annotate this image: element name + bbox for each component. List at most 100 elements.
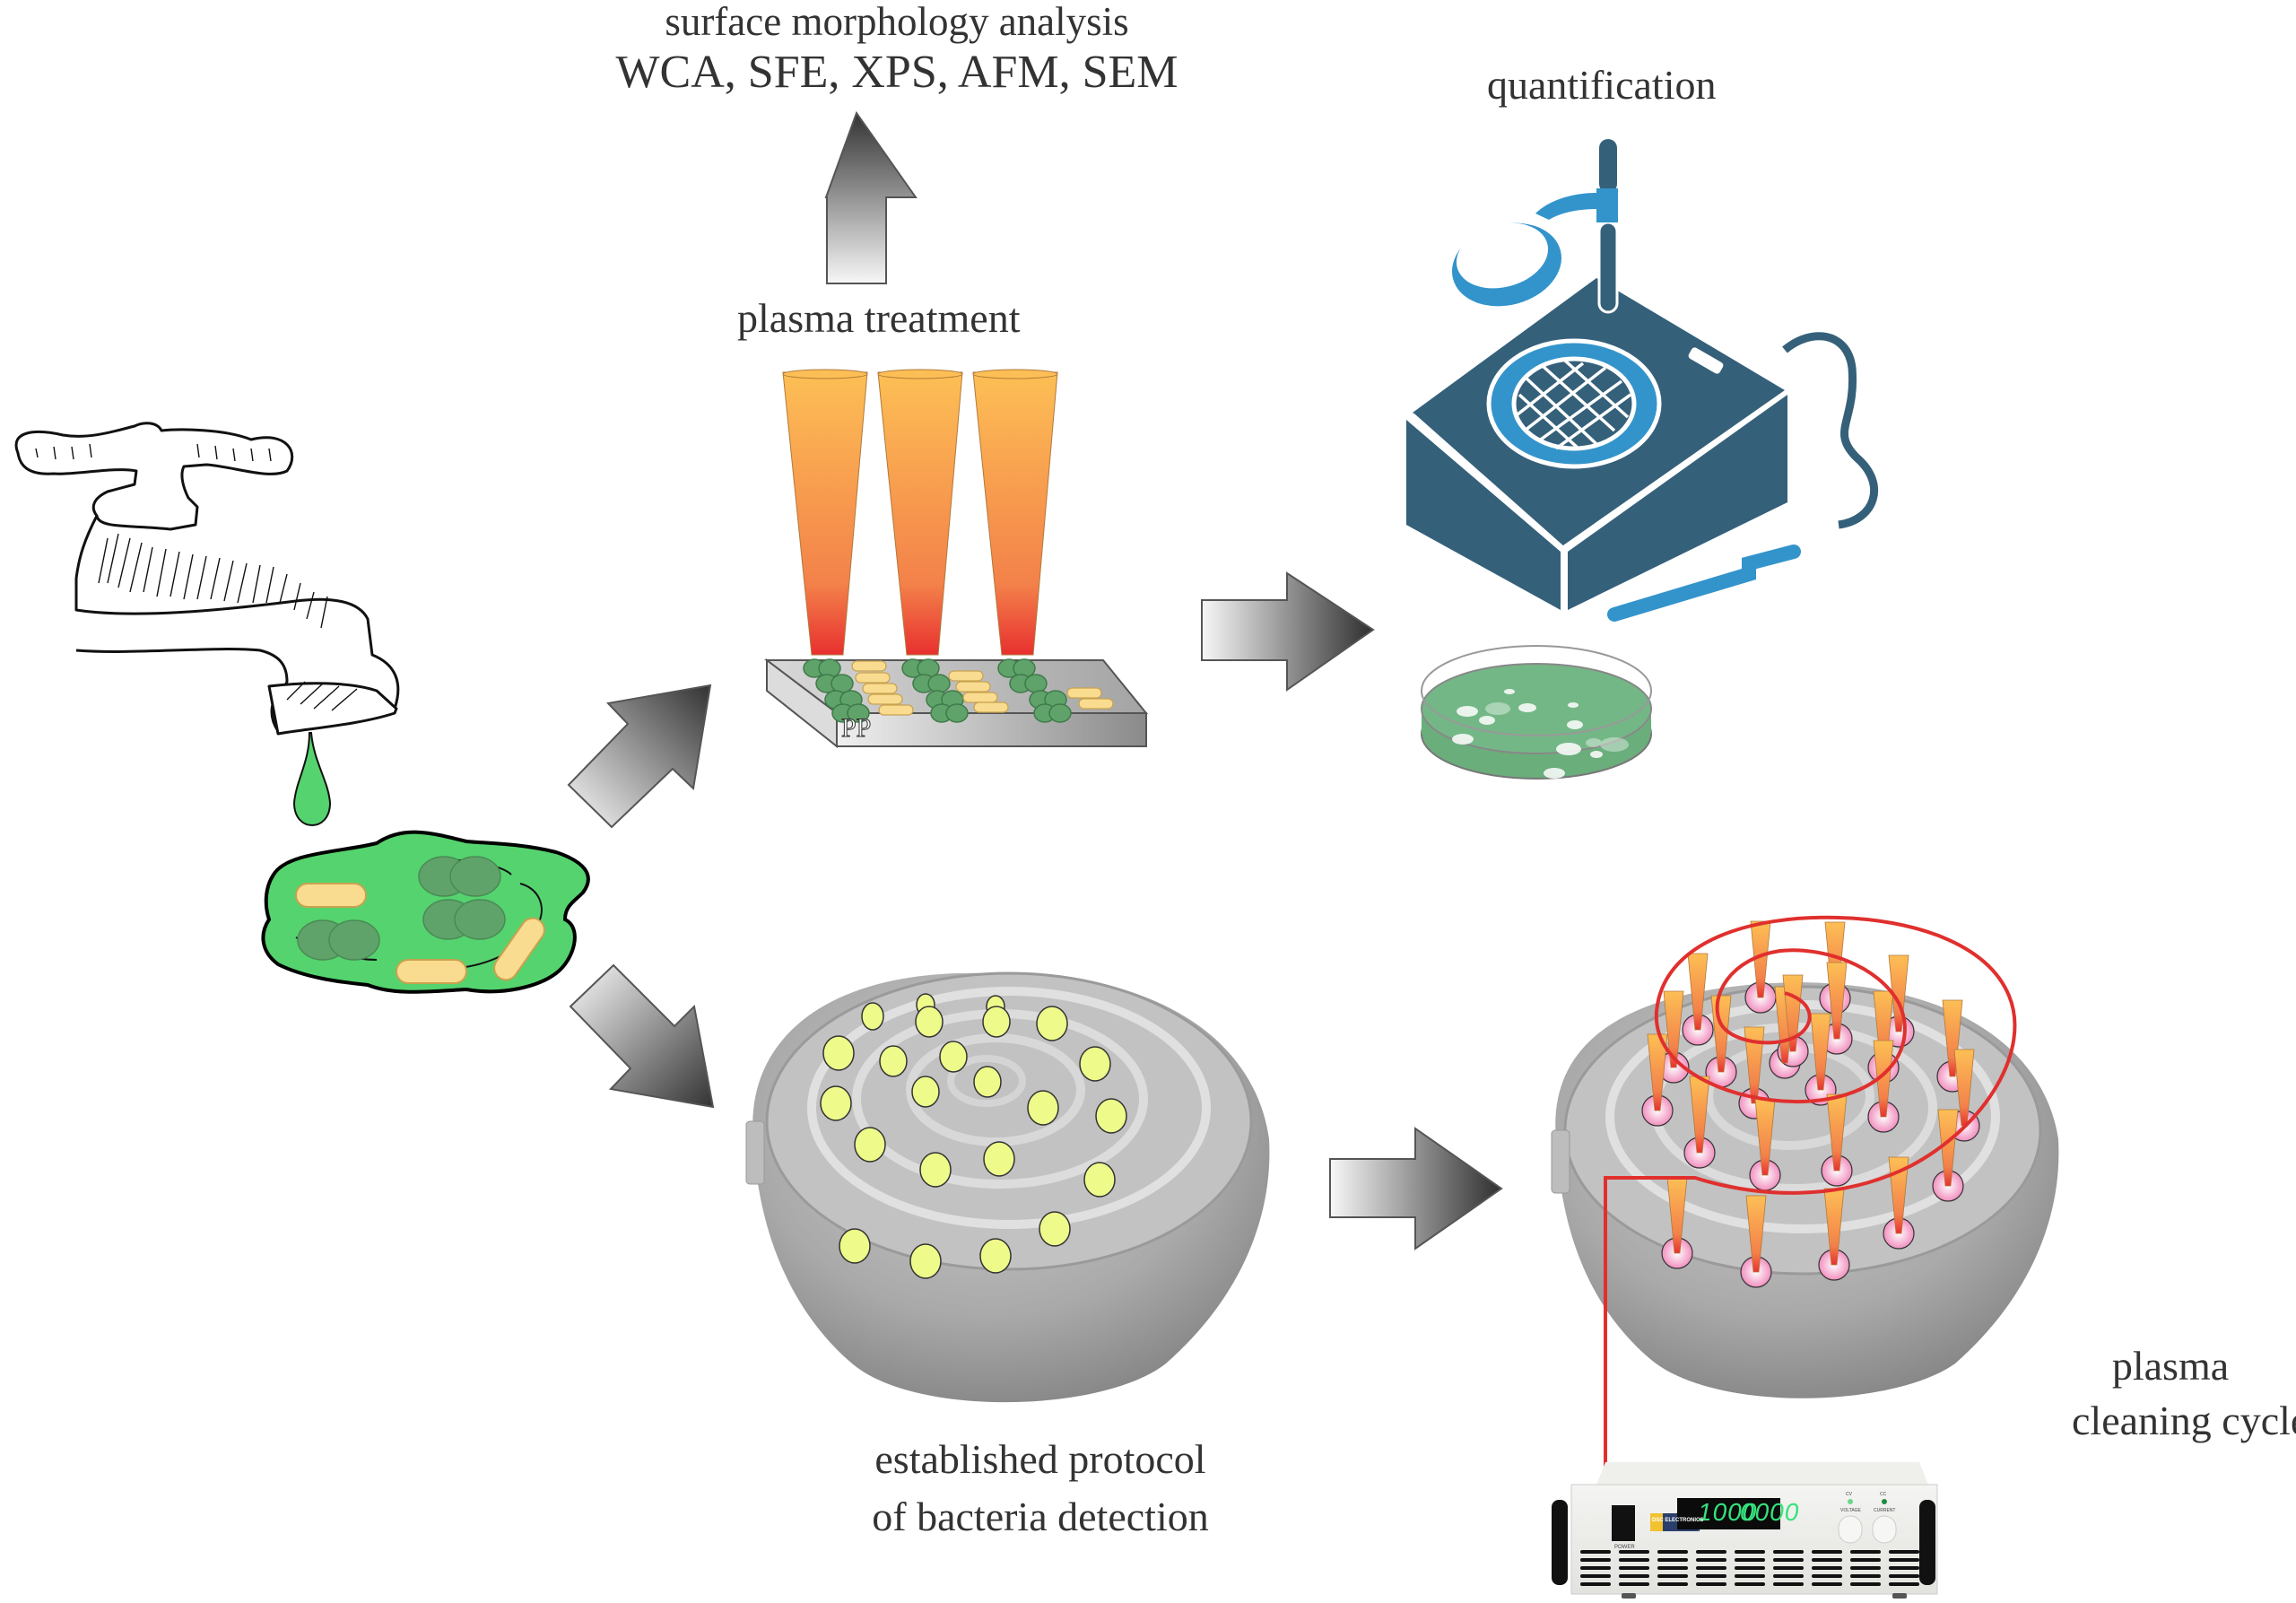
plasma-microjet xyxy=(1888,1156,1909,1234)
arrow-up-icon xyxy=(824,110,918,284)
vent-slot xyxy=(1773,1582,1804,1586)
current-readout: 0000 xyxy=(1740,1498,1800,1526)
vent-slot xyxy=(1889,1550,1919,1554)
power-switch xyxy=(1612,1505,1635,1541)
detection-spot xyxy=(982,1006,1011,1038)
detection-spot xyxy=(1027,1090,1059,1126)
plasma-microjet xyxy=(1687,953,1709,1031)
water-drop-icon xyxy=(292,732,332,827)
vent-slot xyxy=(1657,1574,1688,1578)
vent-slot xyxy=(1735,1582,1765,1586)
vent-slot xyxy=(1696,1574,1726,1578)
detection-spot xyxy=(979,1238,1012,1274)
pp-substrate xyxy=(764,658,1149,749)
surface-morphology-title: surface morphology analysis xyxy=(665,0,1129,44)
contaminated-puddle xyxy=(261,830,590,994)
detection-spot xyxy=(822,1035,855,1071)
vent-slot xyxy=(1696,1582,1726,1586)
arrow-diagonal-down-icon xyxy=(569,963,715,1109)
current-caption: CURRENT (mA) xyxy=(1744,1531,1783,1537)
vent-slot xyxy=(1773,1550,1804,1554)
vent-slot xyxy=(1580,1558,1611,1562)
vent-slot xyxy=(1812,1550,1842,1554)
detection-spot xyxy=(820,1085,852,1121)
vent-slot xyxy=(1850,1574,1881,1578)
plasma-microjet xyxy=(1942,999,1963,1077)
detection-spot xyxy=(973,1066,1002,1098)
vent-slot xyxy=(1850,1566,1881,1570)
petri-dish-icon xyxy=(1421,645,1652,792)
vent-slot xyxy=(1580,1582,1611,1586)
arrow-diagonal-up-icon xyxy=(567,684,712,829)
faucet-icon xyxy=(14,422,400,736)
surface-morphology-methods: WCA, SFE, XPS, AFM, SEM xyxy=(615,47,1178,98)
detection-spots xyxy=(820,993,1127,1279)
plasma-treatment-label: plasma treatment xyxy=(737,295,1021,341)
plasma-jets xyxy=(782,369,1058,656)
vent-slot xyxy=(1889,1582,1919,1586)
vent-slot xyxy=(1619,1582,1649,1586)
vent-slot xyxy=(1619,1550,1649,1554)
cv-indicator-label: CV xyxy=(1846,1492,1852,1497)
vent-slot xyxy=(1696,1550,1726,1554)
substrate-label: PP xyxy=(840,713,872,743)
brand-label: DSC ELECTRONICS xyxy=(1652,1518,1704,1523)
detection-spot xyxy=(839,1228,871,1264)
rod-bacteria xyxy=(295,883,545,984)
plasma-microjet xyxy=(1937,1109,1959,1187)
detection-spot xyxy=(909,1243,942,1279)
cc-indicator-label: CC xyxy=(1880,1492,1887,1497)
current-knob-label: CURRENT xyxy=(1874,1508,1896,1513)
detection-spot xyxy=(1083,1162,1116,1198)
detection-device xyxy=(745,971,1270,1403)
detection-spot xyxy=(911,1076,940,1108)
detection-spot xyxy=(939,1041,968,1073)
vent-slot xyxy=(1580,1550,1611,1554)
plasma-microjet xyxy=(1826,962,1848,1040)
quantification-label: quantification xyxy=(1487,62,1717,108)
vent-slot xyxy=(1619,1558,1649,1562)
vent-slot xyxy=(1619,1566,1649,1570)
spiral-electrode-wire xyxy=(1604,915,2017,1330)
plasma-microjet xyxy=(1826,1093,1848,1172)
faucet-hatching xyxy=(35,443,358,711)
plasma-jet xyxy=(972,371,1058,656)
plasma-microjet xyxy=(1810,1013,1831,1091)
power-supply xyxy=(1552,1462,1938,1599)
plasma-microjets xyxy=(1647,920,1975,1273)
vent-slot xyxy=(1850,1582,1881,1586)
vent-slot xyxy=(1889,1558,1919,1562)
detection-spot xyxy=(879,1045,908,1077)
plasma-microjet xyxy=(1888,954,1909,1032)
detection-spot xyxy=(861,1002,884,1031)
plasma-microjet xyxy=(1745,1195,1767,1273)
arrow-right-icon xyxy=(1329,1127,1503,1250)
vent-slot xyxy=(1735,1574,1765,1578)
arrow-right-icon xyxy=(1201,571,1375,692)
vent-slot xyxy=(1735,1566,1765,1570)
vent-slot xyxy=(1580,1566,1611,1570)
vent-slot xyxy=(1889,1574,1919,1578)
detection-spot xyxy=(854,1127,886,1163)
vent-slot xyxy=(1696,1558,1726,1562)
vent-slot xyxy=(1657,1558,1688,1562)
detection-spot xyxy=(1036,1006,1068,1041)
voltage-caption: VOLTAGE (V) xyxy=(1698,1531,1732,1537)
plasma-microjet xyxy=(1873,1040,1894,1118)
plasma-jet xyxy=(782,371,868,656)
protocol-label-line1: established protocol xyxy=(874,1436,1206,1482)
voltage-knob-label: VOLTAGE xyxy=(1840,1508,1861,1513)
detection-spot xyxy=(983,1141,1015,1177)
voltage-readout: 1000 xyxy=(1698,1498,1758,1526)
cocci-bacteria xyxy=(297,856,506,961)
cleaning-label-line2: cleaning cycle xyxy=(2072,1398,2296,1443)
display-panel xyxy=(1677,1498,1780,1529)
vent-slot xyxy=(1657,1550,1688,1554)
vent-slot xyxy=(1735,1558,1765,1562)
vent-slot xyxy=(1580,1574,1611,1578)
vent-slot xyxy=(1773,1558,1804,1562)
vent-slot xyxy=(1657,1566,1688,1570)
vent-slot xyxy=(1812,1582,1842,1586)
vent-slot xyxy=(1850,1550,1881,1554)
